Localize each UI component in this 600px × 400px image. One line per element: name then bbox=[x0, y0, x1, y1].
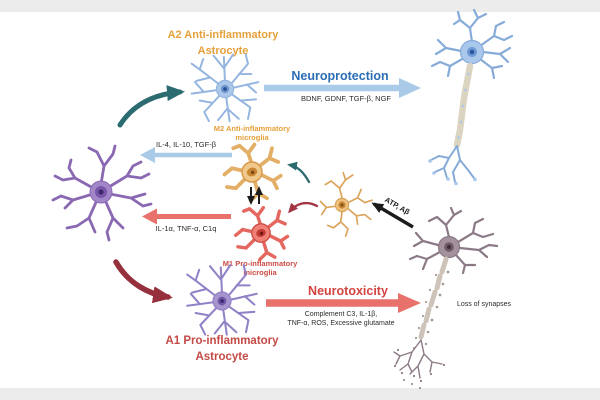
m2-label-line2: microglia bbox=[235, 133, 269, 142]
il1-arrow bbox=[142, 208, 231, 225]
a2-astrocyte-label: A2 Anti-inflammatory Astrocyte bbox=[168, 29, 280, 57]
axon-terminals bbox=[430, 145, 475, 183]
teal-curved-arrow-to-a2 bbox=[117, 85, 185, 128]
maroon-curved-arrow-to-a1 bbox=[113, 259, 173, 304]
a1-astrocyte-label: A1 Pro-inflammatory Astrocyte bbox=[165, 335, 279, 363]
synapse-debris-dots bbox=[393, 348, 446, 389]
skeletal-terminals bbox=[393, 339, 443, 379]
bottom-frame-band bbox=[0, 388, 600, 400]
neurotoxicity-factors-line1: Complement C3, IL-1β, bbox=[305, 311, 378, 318]
neurotoxicity-arrow bbox=[266, 293, 421, 313]
a2-label-line1: A2 Anti-inflammatory bbox=[168, 29, 280, 41]
healthy-neuron-illustration bbox=[428, 8, 514, 186]
neuroprotection-arrow bbox=[264, 78, 421, 98]
neurotoxicity-title: Neurotoxicity bbox=[308, 284, 388, 298]
m1-label-line2: microglia bbox=[243, 268, 277, 277]
m1-microglia-label: M1 Pro-inflammatory microglia bbox=[223, 259, 298, 277]
pro-inflammatory-cytokines-label: IL-1α, TNF-α, C1q bbox=[156, 224, 217, 233]
atp-arrow bbox=[371, 202, 414, 229]
a1-label-line1: A1 Pro-inflammatory bbox=[165, 335, 279, 347]
left-neuron-illustration bbox=[51, 144, 153, 242]
neuroprotection-title: Neuroprotection bbox=[291, 69, 388, 83]
il4-arrow bbox=[140, 147, 232, 163]
a1-label-line2: Astrocyte bbox=[195, 351, 248, 363]
m1-label-line1: M1 Pro-inflammatory bbox=[223, 259, 298, 268]
m2-microglia-label: M2 Anti-inflammatory microglia bbox=[214, 124, 291, 142]
neuroprotection-factors: BDNF, GDNF, TGF-β, NGF bbox=[301, 94, 391, 103]
anti-inflammatory-cytokines-label: IL-4, IL-10, TGF-β bbox=[156, 140, 217, 149]
resting-to-m1-arrow bbox=[288, 201, 319, 214]
m1-m2-exchange-arrows bbox=[247, 186, 263, 205]
damaged-neuron-illustration bbox=[393, 206, 499, 389]
resting-to-m2-arrow bbox=[287, 161, 311, 184]
axon-debris-dots bbox=[412, 270, 450, 350]
neurotoxicity-factors-line2: TNF-α, ROS, Excessive glutamate bbox=[287, 320, 394, 327]
a2-label-line2: Astrocyte bbox=[198, 45, 249, 57]
loss-of-synapses-label: Loss of synapses bbox=[457, 301, 512, 308]
degenerating-axon bbox=[418, 256, 449, 340]
top-frame-band bbox=[0, 0, 600, 12]
m2-label-line1: M2 Anti-inflammatory bbox=[214, 124, 291, 133]
